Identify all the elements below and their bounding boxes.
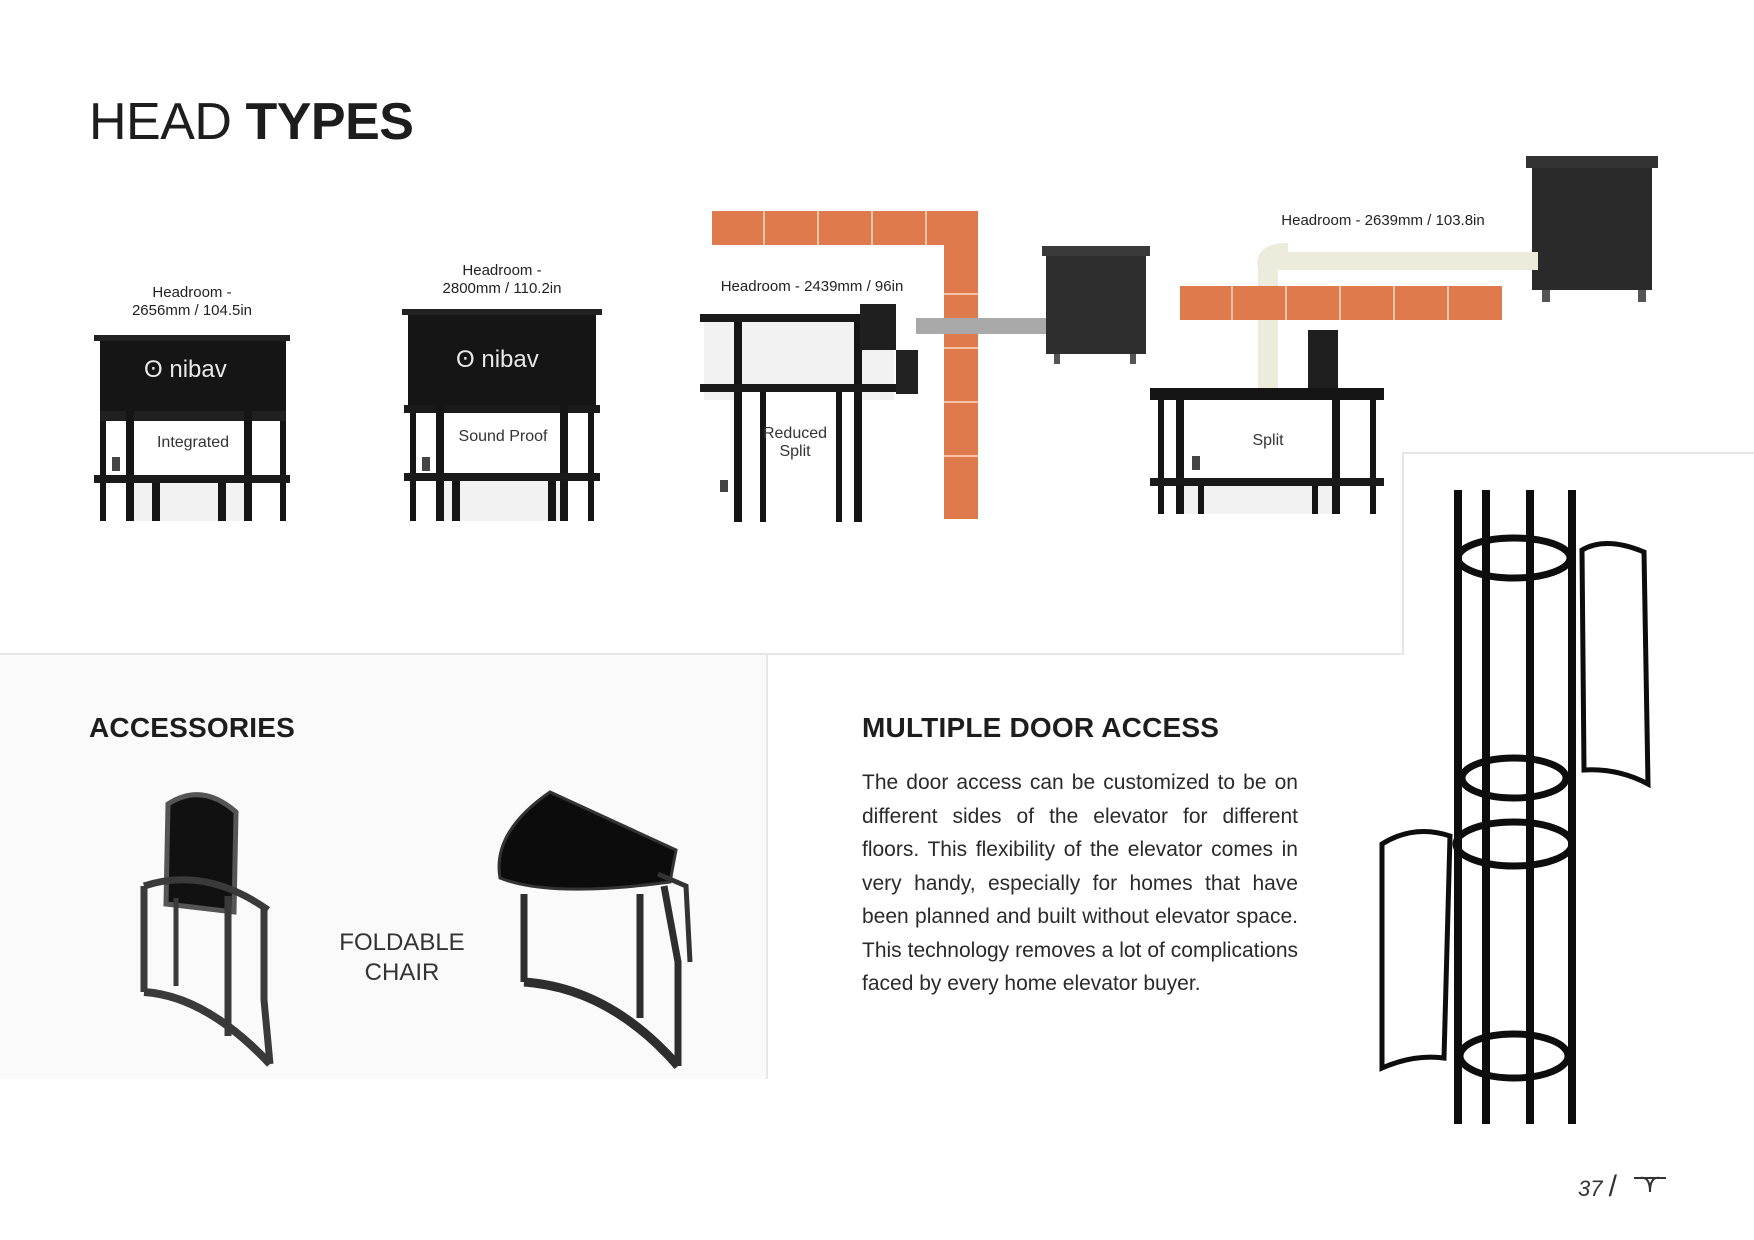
multiple-door-description: The door access can be customized to be … xyxy=(862,771,1298,995)
foldable-chair-folded-illustration xyxy=(140,792,274,1067)
headroom-label-split: Headroom - 2639mm / 103.8in xyxy=(1281,212,1485,229)
vertical-divider-middle xyxy=(766,655,768,1079)
type-label-split: Split xyxy=(1252,432,1284,449)
integrated-elevator-illustration xyxy=(94,335,290,521)
type-label-reduced-split: Reduced Split xyxy=(762,425,828,460)
page-number: 37 / xyxy=(1578,1170,1617,1203)
nibav-logo-icon xyxy=(1634,1176,1666,1193)
nibav-logo-integrated: ʘ nibav xyxy=(144,356,227,383)
accessories-heading: ACCESSORIES xyxy=(89,712,296,743)
top-right-divider xyxy=(1402,452,1754,454)
page-title: HEAD TYPES xyxy=(89,93,414,151)
headroom-label-integrated: Headroom -2656mm / 104.5in xyxy=(131,284,253,319)
split-illustration xyxy=(1150,156,1658,514)
headroom-label-reduced-split: Headroom - 2439mm / 96in xyxy=(720,278,904,295)
page-separator: / xyxy=(1608,1170,1617,1203)
reduced-split-illustration xyxy=(700,211,1150,522)
type-label-sound-proof: Sound Proof xyxy=(458,428,548,445)
sound-proof-elevator-illustration xyxy=(402,309,602,521)
foldable-chair-open-illustration xyxy=(497,790,693,1069)
vertical-divider-right xyxy=(1402,454,1404,655)
nibav-logo-sound-proof: ʘ nibav xyxy=(456,346,539,373)
multiple-door-heading: MULTIPLE DOOR ACCESS xyxy=(862,712,1220,743)
headroom-label-sound-proof: Headroom -2800mm / 110.2in xyxy=(442,262,562,297)
horizontal-divider xyxy=(0,653,1402,655)
type-label-integrated: Integrated xyxy=(156,434,230,451)
multiple-door-elevator-illustration xyxy=(1379,490,1651,1124)
